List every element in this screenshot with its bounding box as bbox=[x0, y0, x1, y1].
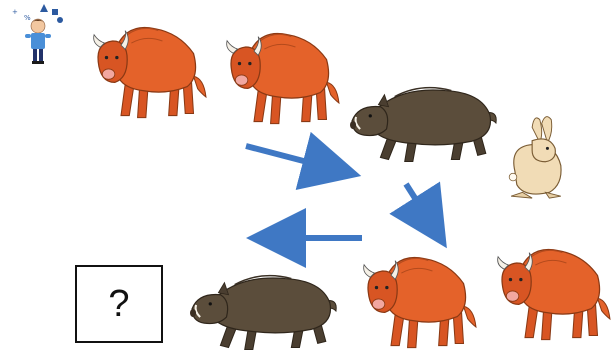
boar-image-2 bbox=[188, 274, 338, 351]
arrow-left-icon bbox=[246, 208, 362, 268]
bison-image-1 bbox=[93, 26, 207, 119]
rabbit-image bbox=[508, 116, 562, 199]
arrow-right-down-icon bbox=[245, 131, 362, 190]
logo-square-icon bbox=[52, 9, 58, 15]
logo-triangle-icon bbox=[40, 4, 48, 12]
arrow-down-icon bbox=[389, 181, 447, 249]
svg-text:+: + bbox=[12, 8, 18, 16]
kid-thinking-logo: + % bbox=[12, 4, 63, 64]
bison-image-3 bbox=[363, 256, 477, 349]
question-mark: ? bbox=[108, 283, 130, 325]
bison-image-4 bbox=[497, 248, 611, 341]
bison-image-2 bbox=[226, 32, 340, 125]
svg-text:%: % bbox=[24, 14, 31, 22]
logo-circle-icon bbox=[57, 17, 63, 23]
boar-image-1 bbox=[348, 86, 498, 163]
answer-box[interactable]: ? bbox=[75, 265, 163, 343]
